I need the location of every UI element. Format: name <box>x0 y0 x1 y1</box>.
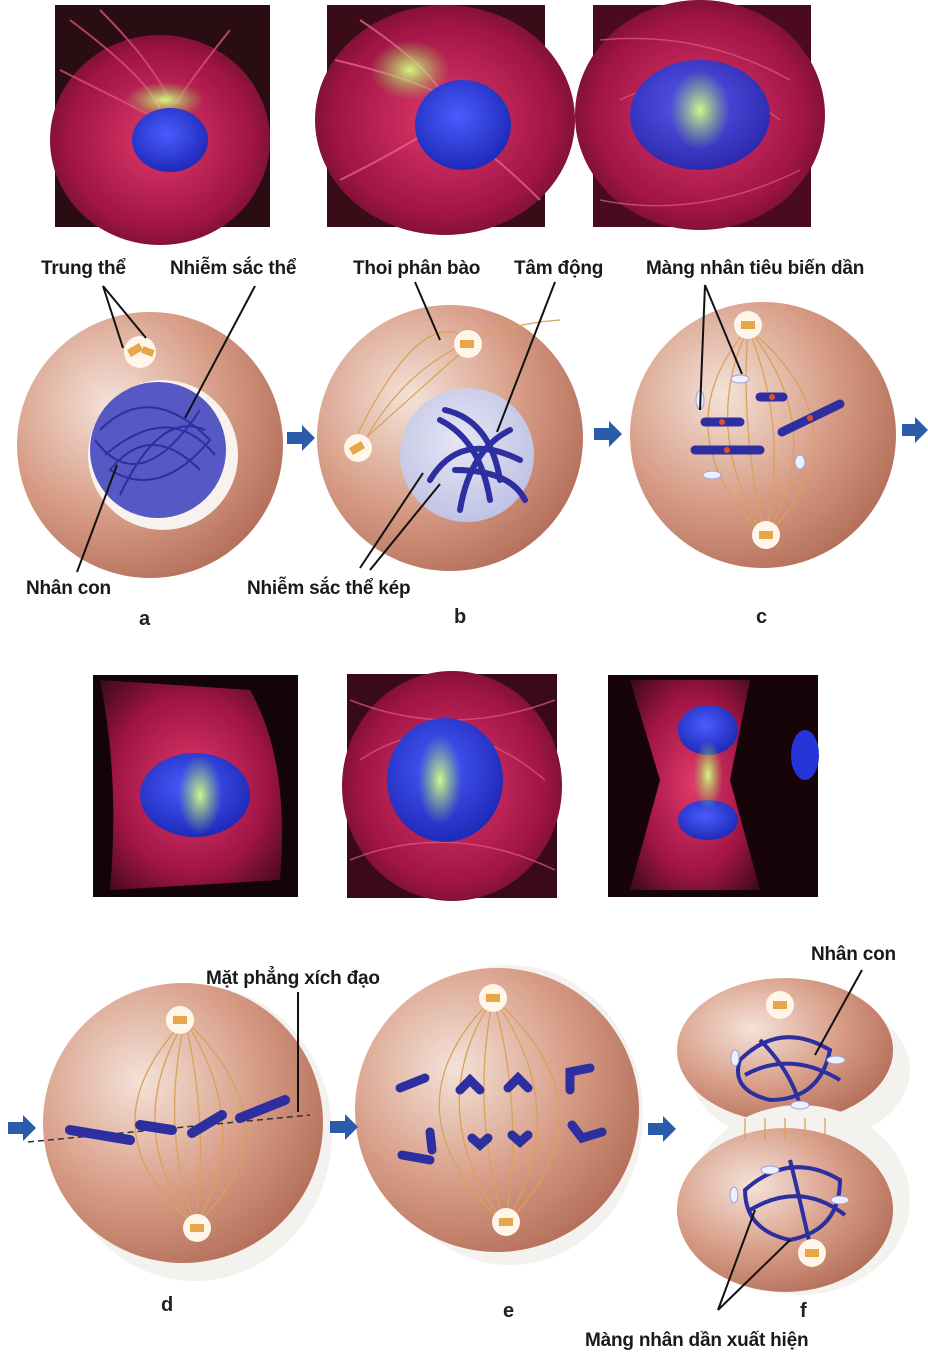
stage-letter-a: a <box>139 608 150 631</box>
centrosome-icon <box>766 991 794 1019</box>
micrograph-d <box>93 675 298 897</box>
label-tam-dong: Tâm động <box>514 258 603 280</box>
centrosome-icon <box>479 984 507 1012</box>
centrosome-icon <box>734 311 762 339</box>
centrosome-icon <box>344 434 372 462</box>
centrosome-icon <box>454 330 482 358</box>
label-nhan-con-f: Nhân con <box>811 944 896 966</box>
label-nhan-con-a: Nhân con <box>26 578 111 600</box>
micrograph-e <box>342 671 562 901</box>
centrosome-icon <box>492 1208 520 1236</box>
label-nhiem-sac-the-kep: Nhiễm sắc thể kép <box>247 578 410 600</box>
stage-letter-f: f <box>800 1300 807 1323</box>
label-mat-phang-xich-dao: Mặt phẳng xích đạo <box>206 968 380 990</box>
cell-f <box>677 978 910 1295</box>
micrograph-a <box>50 5 270 245</box>
stage-letter-d: d <box>161 1294 173 1317</box>
centrosome-icon <box>124 336 156 368</box>
stage-letter-e: e <box>503 1300 514 1323</box>
centrosome-icon <box>183 1214 211 1242</box>
micrograph-c <box>575 0 825 230</box>
stage-letter-c: c <box>756 606 767 629</box>
centrosome-icon <box>798 1239 826 1267</box>
centrosome-icon <box>166 1006 194 1034</box>
cell-d <box>28 983 332 1281</box>
label-trung-the: Trung thể <box>41 258 126 280</box>
micrograph-f <box>608 675 819 897</box>
micrograph-b <box>315 5 575 235</box>
cell-a <box>17 312 283 578</box>
label-mang-nhan-dan-xuat-hien: Màng nhân dần xuất hiện <box>585 1330 808 1352</box>
label-mang-nhan-tieu-bien-dan: Màng nhân tiêu biến dần <box>646 258 864 280</box>
label-thoi-phan-bao: Thoi phân bào <box>353 258 480 280</box>
cell-c <box>630 302 896 568</box>
centrosome-icon <box>752 521 780 549</box>
label-nhiem-sac-the: Nhiễm sắc thể <box>170 258 296 280</box>
cell-e <box>355 965 643 1265</box>
stage-letter-b: b <box>454 606 466 629</box>
cell-b <box>317 305 583 571</box>
